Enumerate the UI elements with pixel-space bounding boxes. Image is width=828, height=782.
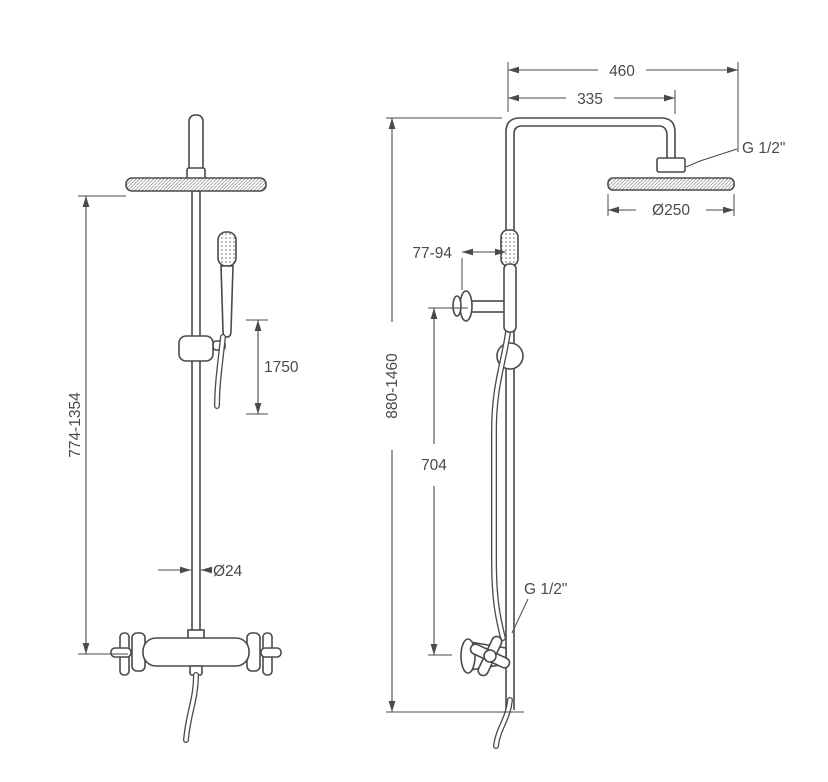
side-hand-shower-head — [500, 229, 519, 267]
front-view: 774-1354 1750 Ø24 — [67, 114, 299, 743]
front-hand-shower-head — [217, 231, 237, 267]
dim-front-height: 774-1354 — [67, 195, 128, 655]
side-hand-shower-hose-inner — [492, 330, 510, 640]
front-main-pipe — [191, 190, 201, 641]
side-column-pipe-inner — [513, 125, 668, 710]
side-hand-shower-handle — [503, 263, 517, 333]
side-head-connector — [656, 157, 686, 173]
dim-side-arm-projection: 335 — [508, 90, 676, 114]
dim-side-wall-distance-label: 77-94 — [412, 245, 452, 262]
side-cross-handle-hub — [483, 649, 497, 663]
dim-side-wall-distance: 77-94 — [412, 245, 506, 290]
dim-side-arm-projection-label: 335 — [577, 91, 603, 108]
dim-side-head-connection-label: G 1/2" — [742, 140, 785, 157]
dim-front-hose: 1750 — [246, 319, 299, 415]
dim-side-overall-projection: 460 — [507, 62, 739, 152]
leader-line — [511, 598, 529, 634]
dim-side-head-diameter: Ø250 — [607, 194, 735, 219]
side-cross-handle — [469, 635, 511, 677]
front-cross-handle-left-spoke — [110, 647, 132, 658]
side-hand-shower — [491, 229, 519, 641]
side-wall-bracket — [452, 290, 507, 322]
side-outlet-hose-inner — [494, 698, 512, 748]
dim-side-column-height-label: 880-1460 — [384, 353, 401, 419]
side-shower-head — [607, 177, 735, 191]
dim-side-inlet-connection: G 1/2" — [511, 581, 567, 634]
dim-front-height-label: 774-1354 — [67, 392, 84, 458]
front-valve-body — [142, 637, 250, 667]
side-view: 460 335 G 1/2" Ø250 77-94 — [384, 62, 785, 749]
front-outlet-hose-inner — [184, 673, 198, 742]
front-hand-shower-hose-inner — [215, 335, 225, 408]
dim-side-head-connection: G 1/2" — [685, 140, 785, 168]
dim-side-overall-projection-label: 460 — [609, 63, 635, 80]
front-hand-shower — [214, 231, 237, 409]
side-bracket-arm — [467, 300, 507, 313]
leader-line — [685, 148, 738, 168]
dim-side-column-height: 880-1460 — [384, 117, 524, 713]
front-shower-head — [125, 177, 267, 192]
dim-side-head-diameter-label: Ø250 — [652, 202, 690, 219]
dim-side-bracket-to-valve-label: 704 — [421, 457, 447, 474]
front-mixer-valve — [110, 629, 282, 743]
dim-front-pipe-diameter-label: Ø24 — [213, 563, 243, 580]
dim-front-hose-label: 1750 — [264, 359, 299, 376]
front-slider-bracket — [178, 335, 214, 362]
front-cross-handle-right-spoke — [260, 647, 282, 658]
front-hand-shower-handle — [220, 265, 234, 338]
dim-front-pipe-diameter: Ø24 — [158, 563, 243, 580]
side-column-pipe-outer — [505, 117, 676, 710]
dim-side-bracket-to-valve: 704 — [421, 307, 468, 656]
front-top-pipe — [188, 114, 204, 176]
side-bracket-cap — [452, 295, 462, 317]
dim-side-inlet-connection-label: G 1/2" — [524, 581, 567, 598]
side-valve — [460, 635, 513, 749]
